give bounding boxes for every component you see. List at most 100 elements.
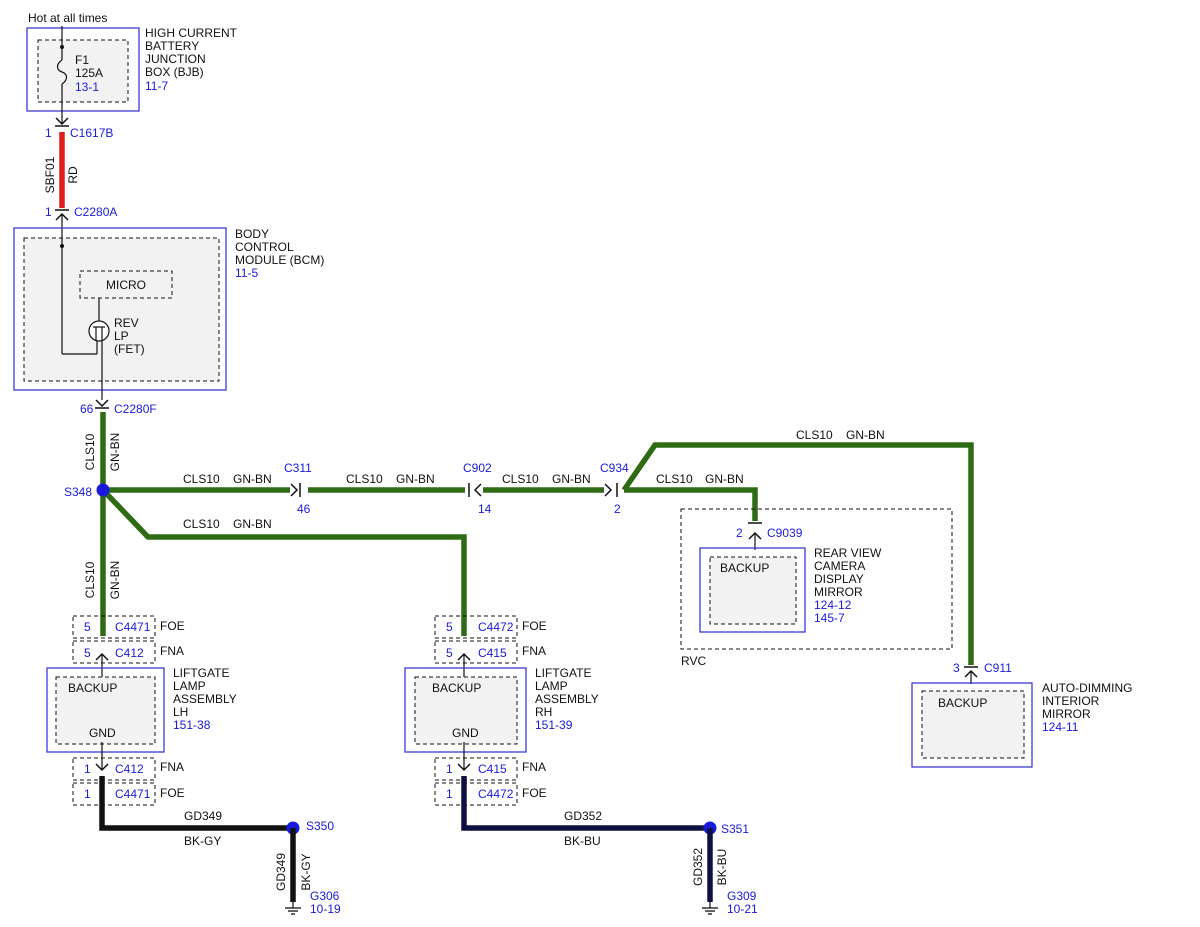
svg-text:FOE: FOE [160, 786, 185, 800]
svg-text:JUNCTION: JUNCTION [145, 52, 206, 66]
svg-text:C9039: C9039 [767, 526, 803, 540]
svg-text:CLS10: CLS10 [502, 472, 539, 486]
connector-c412-top[interactable]: 5 C412 FNA [72, 640, 184, 678]
svg-text:1: 1 [446, 762, 453, 776]
connector-c412-bottom[interactable]: 1 C412 FNA [72, 757, 184, 781]
ground-g309-icon [702, 902, 718, 915]
svg-text:MICRO: MICRO [106, 278, 146, 292]
svg-text:GN-BN: GN-BN [846, 428, 885, 442]
svg-text:GD349: GD349 [184, 809, 222, 823]
body-control-module[interactable]: BODY CONTROL MODULE (BCM) 11-5 [13, 227, 324, 391]
connector-c4471-bottom[interactable]: 1 C4471 FOE [72, 782, 185, 806]
splice-s348[interactable] [96, 483, 110, 497]
connector-c911[interactable]: 3 C911 [953, 661, 1012, 684]
connector-c2280f[interactable]: 66 C2280F [80, 399, 157, 416]
svg-text:10-19: 10-19 [310, 902, 341, 916]
connector-c415-bottom[interactable]: 1 C415 FNA [434, 757, 546, 781]
svg-text:BK-GY: BK-GY [184, 834, 221, 848]
svg-text:145-7: 145-7 [814, 611, 845, 625]
svg-text:14: 14 [478, 502, 492, 516]
fuse-ref: 13-1 [75, 80, 99, 94]
svg-text:GD352: GD352 [691, 848, 705, 886]
bcm-micro: MICRO [79, 270, 173, 299]
svg-text:FOE: FOE [160, 619, 185, 633]
connector-c4471-top[interactable]: 5 C4471 FOE [72, 615, 185, 639]
svg-text:CLS10: CLS10 [656, 472, 693, 486]
svg-text:AUTO-DIMMING: AUTO-DIMMING [1042, 681, 1132, 695]
connector-c934[interactable]: C934 2 [600, 461, 629, 516]
svg-text:RH: RH [535, 705, 552, 719]
svg-text:GN-BN: GN-BN [396, 472, 435, 486]
svg-text:GD349: GD349 [274, 853, 288, 891]
connector-c9039[interactable]: 2 C9039 [736, 522, 803, 550]
connector-c4472-bottom[interactable]: 1 C4472 FOE [434, 782, 547, 806]
svg-text:FOE: FOE [522, 786, 547, 800]
ground-g306: G306 [310, 889, 340, 903]
auto-dimming-interior-mirror[interactable]: BACKUP AUTO-DIMMING INTERIOR MIRROR 124-… [911, 681, 1132, 768]
wire-cls10-color-2: GN-BN [108, 561, 122, 600]
svg-text:LAMP: LAMP [535, 679, 568, 693]
svg-text:CLS10: CLS10 [796, 428, 833, 442]
svg-text:CAMERA: CAMERA [814, 559, 865, 573]
svg-text:5: 5 [446, 646, 453, 660]
wire-sbf01-color: RD [66, 166, 80, 184]
connector-c4472-top[interactable]: 5 C4472 FOE [434, 615, 547, 639]
fuse-name: F1 [75, 53, 89, 67]
connector-c902[interactable]: C902 14 [463, 461, 492, 516]
svg-text:BACKUP: BACKUP [432, 681, 481, 695]
svg-text:CLS10: CLS10 [183, 517, 220, 531]
svg-text:46: 46 [297, 502, 311, 516]
svg-text:5: 5 [84, 620, 91, 634]
rear-view-camera-display-mirror[interactable]: BACKUP REAR VIEW CAMERA DISPLAY MIRROR 1… [699, 546, 882, 633]
fuse-f1[interactable]: F1 125A 13-1 [56, 26, 104, 124]
svg-text:LIFTGATE: LIFTGATE [535, 666, 591, 680]
svg-text:(FET): (FET) [114, 342, 145, 356]
svg-text:151-39: 151-39 [535, 718, 573, 732]
svg-text:2: 2 [736, 526, 743, 540]
battery-junction-box[interactable]: HIGH CURRENT BATTERY JUNCTION BOX (BJB) … [26, 26, 238, 112]
svg-text:C934: C934 [600, 461, 629, 475]
svg-text:C412: C412 [115, 646, 144, 660]
rvc-label: RVC [681, 654, 706, 668]
svg-text:LAMP: LAMP [173, 679, 206, 693]
svg-text:CONTROL: CONTROL [235, 240, 294, 254]
svg-text:C1617B: C1617B [70, 126, 113, 140]
svg-text:C4472: C4472 [478, 787, 514, 801]
svg-text:MODULE (BCM): MODULE (BCM) [235, 253, 324, 267]
splice-s348-label: S348 [64, 485, 92, 499]
liftgate-lamp-assembly-lh[interactable]: BACKUP GND LIFTGATE LAMP ASSEMBLY LH 151… [46, 666, 237, 753]
svg-text:BK-BU: BK-BU [564, 834, 601, 848]
svg-text:FNA: FNA [160, 760, 184, 774]
svg-text:LP: LP [114, 329, 129, 343]
svg-text:1: 1 [84, 762, 91, 776]
svg-text:BACKUP: BACKUP [68, 681, 117, 695]
fuse-rating: 125A [75, 66, 103, 80]
svg-text:BACKUP: BACKUP [938, 696, 987, 710]
svg-text:1: 1 [446, 787, 453, 801]
svg-text:S351: S351 [721, 822, 749, 836]
connector-c311[interactable]: C311 46 [284, 461, 312, 516]
wire-gd349[interactable] [99, 776, 293, 831]
connector-c415-top[interactable]: 5 C415 FNA [434, 640, 546, 678]
svg-text:FNA: FNA [160, 644, 184, 658]
connector-c1617b[interactable]: 1 C1617B [45, 117, 113, 140]
svg-text:ASSEMBLY: ASSEMBLY [173, 692, 237, 706]
svg-text:124-11: 124-11 [1042, 720, 1079, 734]
svg-text:C311: C311 [284, 461, 312, 475]
liftgate-lamp-assembly-rh[interactable]: BACKUP GND LIFTGATE LAMP ASSEMBLY RH 151… [404, 666, 599, 753]
svg-text:GN-BN: GN-BN [552, 472, 591, 486]
svg-text:BOX (BJB): BOX (BJB) [145, 65, 204, 79]
svg-text:MIRROR: MIRROR [814, 585, 863, 599]
wire-cls10-network[interactable] [100, 412, 974, 665]
svg-text:DISPLAY: DISPLAY [814, 572, 864, 586]
wire-gd352[interactable] [461, 776, 710, 831]
svg-text:INTERIOR: INTERIOR [1042, 694, 1100, 708]
svg-text:FNA: FNA [522, 760, 546, 774]
svg-text:GND: GND [89, 726, 116, 740]
svg-text:BK-GY: BK-GY [299, 853, 313, 890]
connector-c2280a[interactable]: 1 C2280A [45, 205, 117, 232]
svg-text:C902: C902 [463, 461, 492, 475]
ground-g309: G309 [727, 889, 757, 903]
svg-text:S350: S350 [306, 819, 334, 833]
svg-text:REAR VIEW: REAR VIEW [814, 546, 882, 560]
